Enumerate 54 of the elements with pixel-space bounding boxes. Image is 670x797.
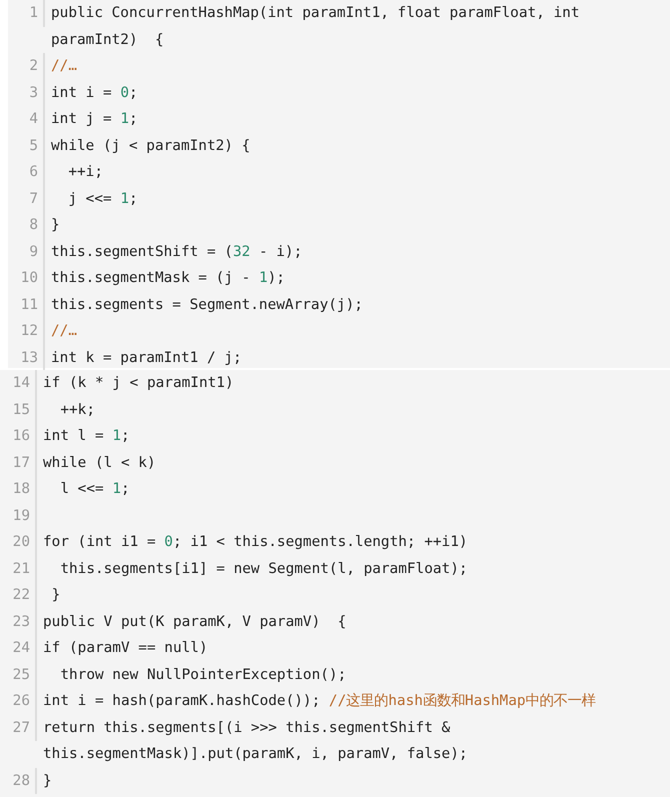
line-number: 6 xyxy=(8,159,45,186)
code-comment: //… xyxy=(50,322,78,341)
line-number: 15 xyxy=(0,396,37,423)
line-number: 24 xyxy=(0,635,37,662)
code-line: int k = paramInt1 / j; xyxy=(50,348,243,368)
code-line: j <<= 1; xyxy=(67,190,139,208)
code-line: } xyxy=(50,586,62,605)
code-comment: //… xyxy=(50,57,78,76)
code-line: return this.segments[(i >>> this.segmentShift & this.segmentMask)].put(paramK, i, paramV, false); xyxy=(42,718,469,764)
line-number: 12 xyxy=(8,318,45,344)
line-number: 26 xyxy=(0,688,37,714)
code-line: int i = hash(paramK.hashCode()); //这里的hash函数和HashMap中的不一样 xyxy=(42,692,597,711)
line-number: 5 xyxy=(8,132,45,159)
code-line: } xyxy=(50,216,61,235)
line-number: 2 xyxy=(8,53,45,80)
line-number: 23 xyxy=(0,608,37,635)
line-number: 20 xyxy=(0,529,37,556)
code-line: if (k * j < paramInt1) xyxy=(42,374,235,393)
line-number: 3 xyxy=(8,80,45,106)
code-line: this.segmentShift = (32 - i); xyxy=(50,242,304,262)
line-number: 9 xyxy=(8,238,45,265)
code-line: if (paramV == null) xyxy=(42,639,209,658)
code-line: for (int i1 = 0; i1 < this.segments.length; ++i1) xyxy=(42,533,469,552)
line-number: 18 xyxy=(0,476,37,502)
line-number: 27 xyxy=(0,714,37,741)
code-line: public ConcurrentHashMap(int paramInt1, float paramFloat, int paramInt2) { xyxy=(50,4,580,50)
code-line: ++k; xyxy=(59,400,96,420)
code-line: ++i; xyxy=(67,163,104,182)
line-number: 16 xyxy=(0,423,37,450)
line-number: 10 xyxy=(8,265,45,292)
line-number: 1 xyxy=(8,0,45,26)
code-line: l <<= 1; xyxy=(59,480,131,499)
line-number: 7 xyxy=(8,186,45,212)
code-line: while (l < k) xyxy=(42,454,157,472)
code-line: int j = 1; xyxy=(50,110,139,129)
code-line: this.segments = Segment.newArray(j); xyxy=(50,296,364,314)
line-number: 19 xyxy=(0,502,37,529)
code-line: int l = 1; xyxy=(42,427,131,446)
line-number: 17 xyxy=(0,450,37,476)
line-number: 8 xyxy=(8,212,45,238)
line-number: 11 xyxy=(8,292,45,318)
code-line: throw new NullPointerException(); xyxy=(59,666,348,684)
line-number: 14 xyxy=(0,370,37,396)
code-line: this.segments[i1] = new Segment(l, paramFloat); xyxy=(59,560,469,578)
line-number: 25 xyxy=(0,662,37,688)
code-line: int i = 0; xyxy=(50,84,139,102)
code-line: this.segmentMask = (j - 1); xyxy=(50,269,286,288)
line-number: 28 xyxy=(0,768,37,794)
line-number: 21 xyxy=(0,556,37,582)
line-number: 22 xyxy=(0,582,37,608)
code-line: while (j < paramInt2) { xyxy=(50,136,252,156)
code-line: } xyxy=(42,772,53,790)
line-number: 4 xyxy=(8,106,45,132)
code-line: public V put(K paramK, V paramV) { xyxy=(42,612,348,632)
